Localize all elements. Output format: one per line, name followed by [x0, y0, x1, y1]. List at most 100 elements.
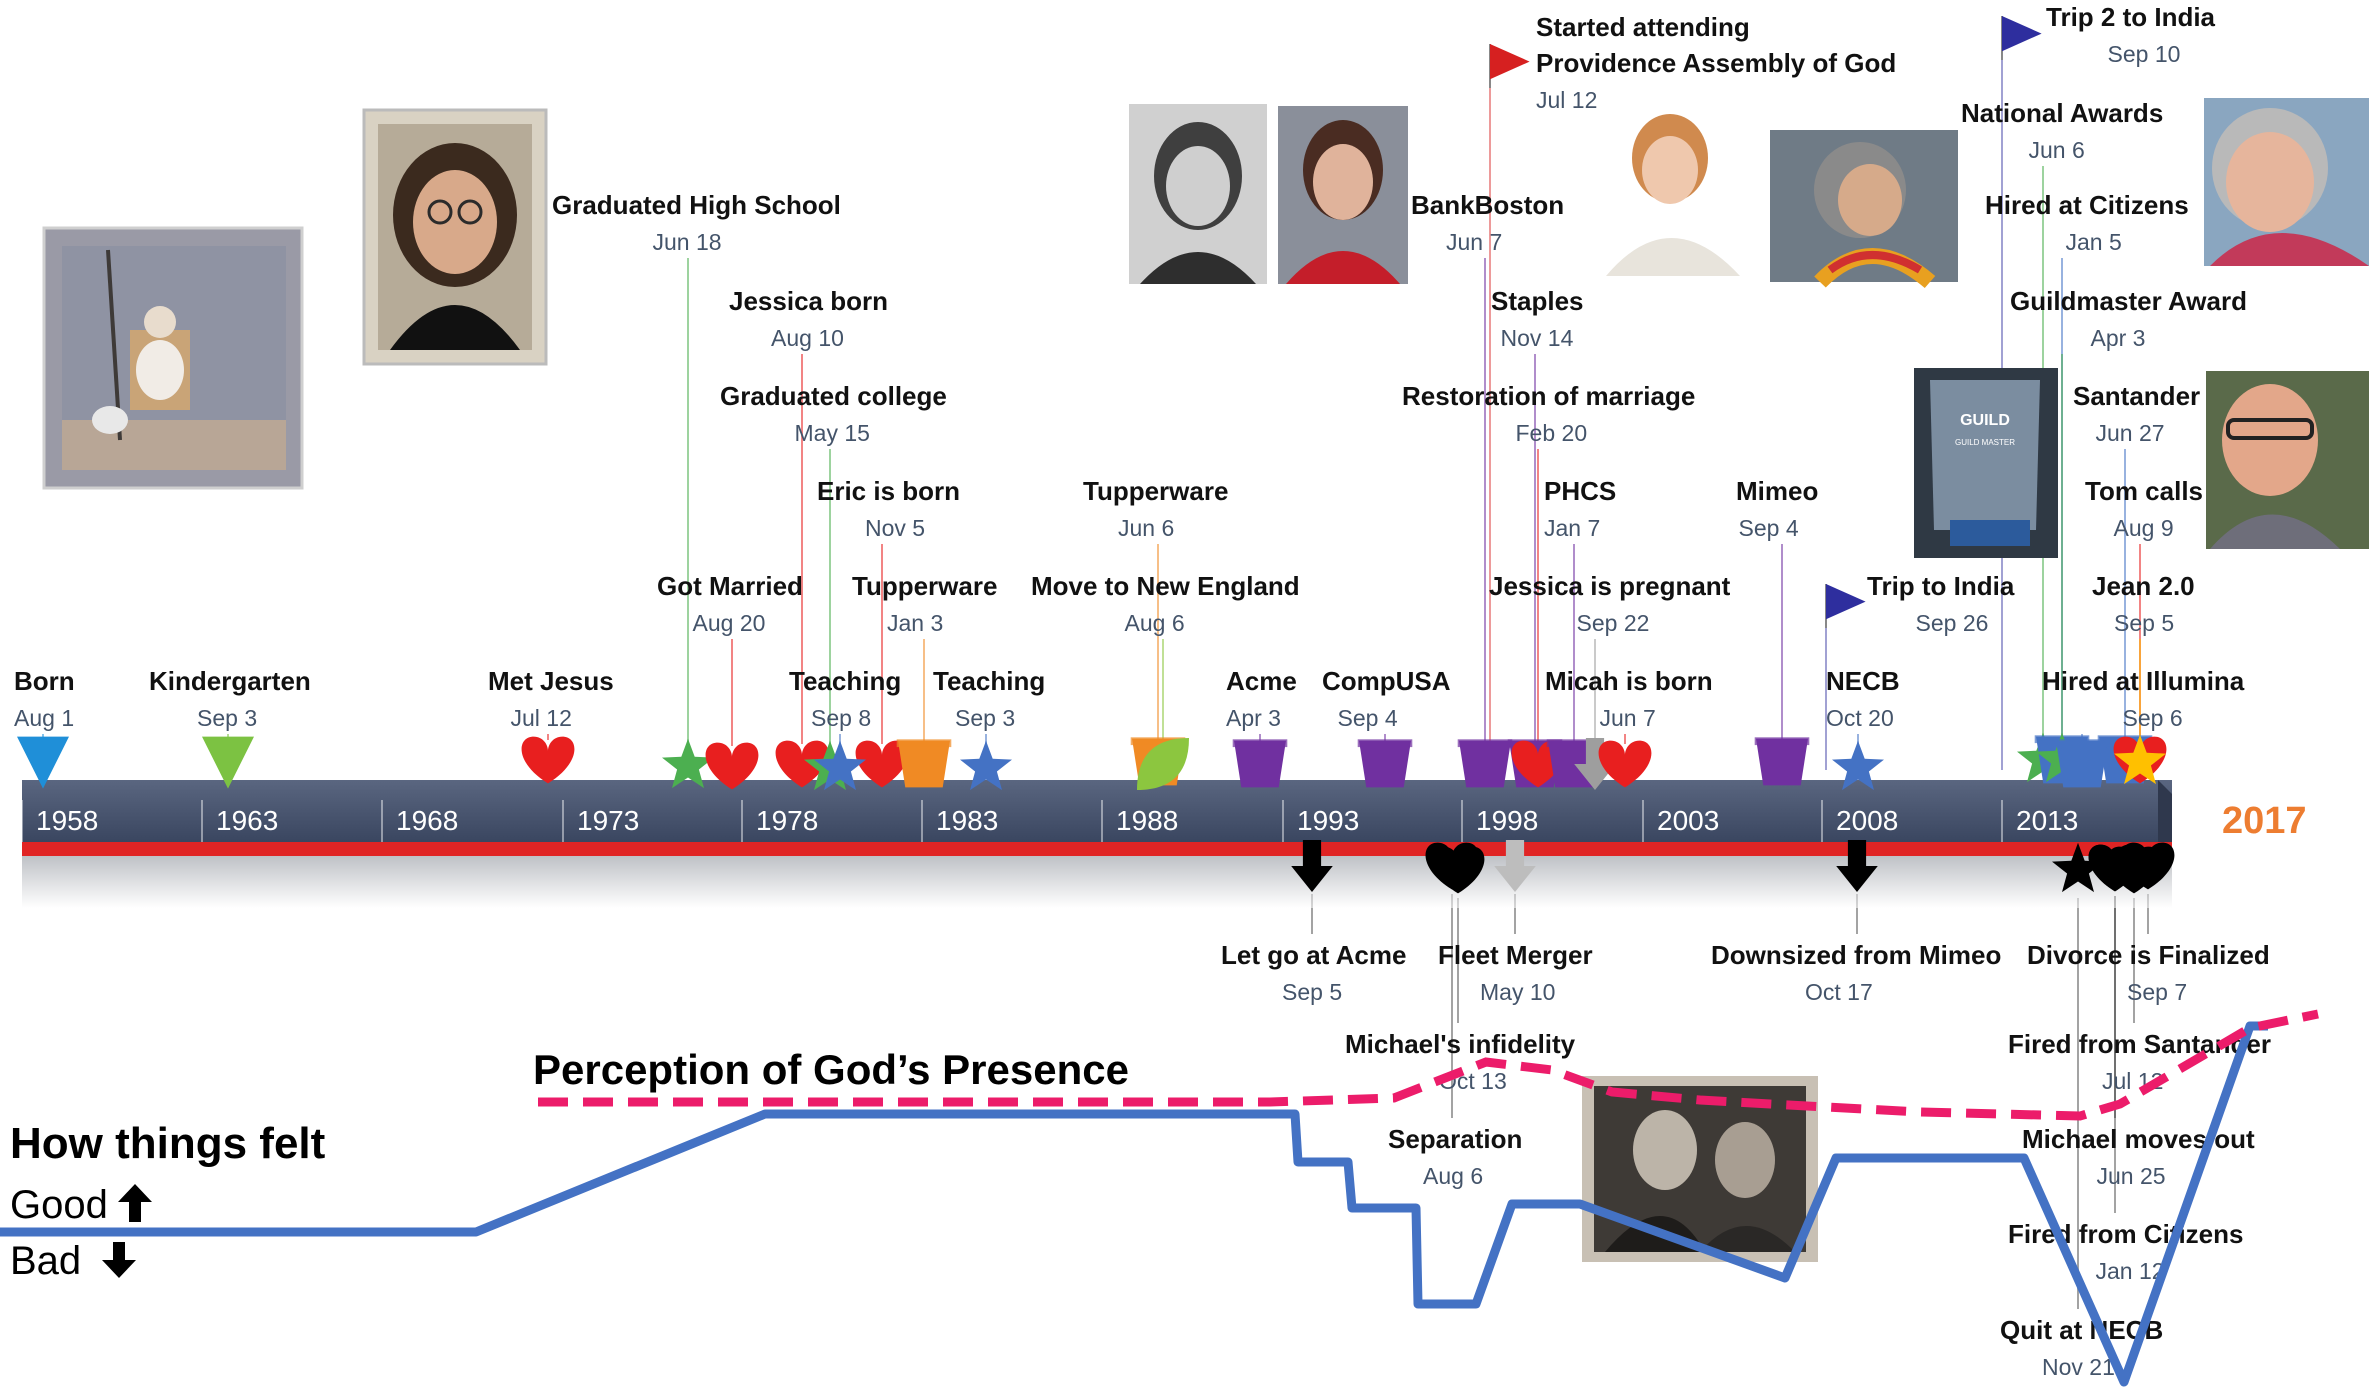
year-label-1973: 1973	[577, 805, 639, 836]
leaf-icon	[1137, 738, 1189, 790]
event-date: Sep 7	[2127, 979, 2187, 1005]
event-date: Sep 26	[1916, 610, 1989, 636]
timeline-bar-end	[2158, 780, 2172, 842]
event-title: Move to New England	[1031, 571, 1300, 601]
photo-collage: GUILD GUILD MASTER	[42, 98, 2369, 1262]
event-date: Jul 12	[1536, 87, 1597, 113]
portrait-gray-1990s	[1129, 104, 1267, 284]
final-year: 2017	[2222, 800, 2307, 842]
event-title: Hired at Citizens	[1985, 190, 2189, 220]
event-title: Graduated college	[720, 381, 947, 411]
bucket-icon	[1457, 739, 1513, 788]
event-date: Jan 5	[2066, 229, 2122, 255]
event-date: Sep 5	[1282, 979, 1342, 1005]
portrait-smiling-2017	[2204, 98, 2369, 266]
timeline-band	[22, 780, 2172, 908]
bucket-icon	[2054, 739, 2110, 788]
event-date: Jun 18	[653, 229, 722, 255]
arrow-down-icon	[102, 1242, 136, 1278]
event-title: Acme	[1226, 666, 1297, 696]
star-icon	[1832, 740, 1884, 791]
event-title: Fired from Citizens	[2008, 1219, 2243, 1249]
event-markers	[17, 16, 2175, 894]
triangle-down-icon	[202, 736, 254, 789]
event-title: Staples	[1491, 286, 1584, 316]
arrow-down-icon	[1291, 840, 1333, 892]
event-title: Tupperware	[852, 571, 997, 601]
event-date: Sep 3	[955, 705, 1015, 731]
bucket-icon	[1357, 739, 1413, 788]
heart-icon	[1598, 740, 1652, 788]
year-label-1998: 1998	[1476, 805, 1538, 836]
star-icon	[2052, 842, 2104, 893]
event-date: Jun 6	[2029, 137, 2085, 163]
portrait-tom	[2206, 371, 2369, 549]
event-date: Jan 7	[1544, 515, 1600, 541]
event-title: Mimeo	[1736, 476, 1818, 506]
event-title: Micah is born	[1545, 666, 1713, 696]
arrow-down-icon	[1836, 840, 1878, 892]
graduation-portrait	[362, 108, 548, 366]
event-title: CompUSA	[1322, 666, 1451, 696]
event-title: Michael's infidelity	[1345, 1029, 1576, 1059]
year-label-2003: 2003	[1657, 805, 1719, 836]
event-title: Jessica is pregnant	[1489, 571, 1731, 601]
event-title: Got Married	[657, 571, 803, 601]
arrow-down-icon	[1494, 840, 1536, 892]
baby-photo	[42, 226, 304, 490]
arrow-up-icon	[118, 1184, 152, 1222]
event-title: Jean 2.0	[2092, 571, 2195, 601]
heart-icon	[2088, 844, 2142, 892]
star-icon	[960, 740, 1012, 791]
year-label-1963: 1963	[216, 805, 278, 836]
timeline-underline	[22, 842, 2172, 856]
portrait-india-garland	[1770, 130, 1958, 289]
couple-photo-vintage	[1582, 1076, 1818, 1262]
event-date: Jan 3	[887, 610, 943, 636]
timeline-bar	[22, 780, 2172, 842]
event-title: BankBoston	[1411, 190, 1564, 220]
event-title: Santander	[2073, 381, 2200, 411]
year-label-1988: 1988	[1116, 805, 1178, 836]
event-date: Sep 8	[811, 705, 871, 731]
heart-icon	[775, 740, 829, 788]
event-title: Kindergarten	[149, 666, 311, 696]
event-title: Born	[14, 666, 75, 696]
heart-icon	[521, 736, 575, 784]
event-date: Sep 4	[1338, 705, 1398, 731]
event-date: Apr 3	[1226, 705, 1281, 731]
flag-icon	[2001, 16, 2042, 60]
timeline-shadow	[22, 856, 2172, 908]
event-title: Guildmaster Award	[2010, 286, 2247, 316]
event-date: Jun 7	[1600, 705, 1656, 731]
event-date: Nov 21	[2042, 1354, 2115, 1380]
event-date: Sep 22	[1577, 610, 1650, 636]
event-date: Jun 6	[1118, 515, 1174, 541]
star-icon	[662, 738, 714, 789]
feel-legend-bad: Bad	[10, 1239, 81, 1283]
event-title: Jessica born	[729, 286, 888, 316]
star-icon	[2114, 734, 2166, 785]
event-title: Tupperware	[1083, 476, 1228, 506]
event-date: Sep 10	[2108, 41, 2181, 67]
event-date: May 15	[795, 420, 870, 446]
